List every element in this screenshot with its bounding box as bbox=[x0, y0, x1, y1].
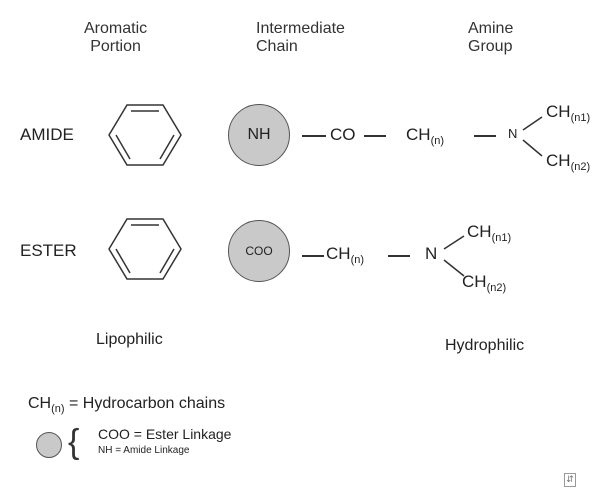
legend-ch-description: = Hydrocarbon chains bbox=[69, 395, 226, 412]
amide-bond-3 bbox=[474, 135, 496, 137]
legend-linkage-circle-icon bbox=[36, 432, 62, 458]
header-aromatic-line1: Aromatic bbox=[84, 20, 148, 37]
ester-bond-1 bbox=[302, 255, 324, 257]
header-amine-group: Amine Group bbox=[468, 20, 513, 56]
amide-bond-2 bbox=[364, 135, 386, 137]
header-intermediate-chain: Intermediate Chain bbox=[256, 20, 345, 56]
ester-ch-upper-sub: (n1) bbox=[491, 232, 512, 244]
legend-hydrocarbon: CH(n) = Hydrocarbon chains bbox=[28, 395, 225, 415]
ester-ch-upper-group: CH(n1) bbox=[467, 222, 511, 244]
amide-co-text: CO bbox=[330, 125, 356, 144]
amide-ch-lower-group: CH(n2) bbox=[546, 151, 590, 173]
ester-ch-text: CH bbox=[326, 244, 351, 263]
amide-ch-lower-text: CH bbox=[546, 151, 571, 170]
ester-ch-lower-text: CH bbox=[462, 272, 487, 291]
ester-circle-text: COO bbox=[245, 244, 273, 258]
ester-ch-lower-sub: (n2) bbox=[486, 282, 507, 294]
amide-benzene-ring-icon bbox=[108, 104, 182, 166]
ester-linkage-circle: COO bbox=[228, 220, 290, 282]
header-intermediate-line1: Intermediate bbox=[256, 20, 345, 37]
amide-bond-1 bbox=[302, 135, 326, 137]
ester-n-lower-bond bbox=[443, 259, 465, 277]
ester-benzene-ring-icon bbox=[108, 218, 182, 280]
amide-n-upper-bond bbox=[522, 116, 543, 131]
amide-ch-lower-sub: (n2) bbox=[570, 161, 591, 173]
amide-ch-sub: (n) bbox=[430, 135, 445, 147]
amide-ch-group: CH(n) bbox=[406, 125, 444, 147]
legend-ch-sub: (n) bbox=[51, 403, 65, 415]
header-aromatic-line2: Portion bbox=[90, 38, 141, 55]
ester-label: ESTER bbox=[20, 241, 77, 260]
amide-circle-text: NH bbox=[247, 126, 271, 143]
legend-coo-text: COO = Ester Linkage bbox=[98, 426, 232, 442]
ester-ch-sub: (n) bbox=[350, 254, 365, 266]
ester-ch-upper-text: CH bbox=[467, 222, 492, 241]
legend-brace: { bbox=[68, 423, 80, 461]
header-amine-line1: Amine bbox=[468, 20, 514, 37]
ester-ch-group: CH(n) bbox=[326, 244, 364, 266]
header-aromatic-portion: Aromatic Portion bbox=[84, 20, 147, 56]
amide-ch-upper-group: CH(n1) bbox=[546, 102, 590, 124]
amide-n-lower-bond bbox=[522, 139, 543, 157]
ester-n-upper-bond bbox=[443, 235, 465, 250]
amide-n-text: N bbox=[508, 126, 518, 141]
legend-nh-text: NH = Amide Linkage bbox=[98, 445, 190, 456]
hydrophilic-label: Hydrophilic bbox=[445, 337, 525, 354]
ester-ch-lower-group: CH(n2) bbox=[462, 272, 506, 294]
header-intermediate-line2: Chain bbox=[256, 38, 298, 55]
amide-label: AMIDE bbox=[20, 125, 74, 144]
legend-ch-text: CH bbox=[28, 395, 52, 412]
amide-ch-text: CH bbox=[406, 125, 431, 144]
amide-linkage-circle: NH bbox=[228, 104, 290, 166]
lipophilic-label: Lipophilic bbox=[96, 331, 163, 348]
header-amine-line2: Group bbox=[468, 38, 513, 55]
amide-ch-upper-text: CH bbox=[546, 102, 571, 121]
amide-ch-upper-sub: (n1) bbox=[570, 112, 591, 124]
ester-bond-2 bbox=[388, 255, 410, 257]
expand-icon[interactable]: ⇵ bbox=[564, 473, 576, 487]
ester-n-text: N bbox=[425, 244, 438, 263]
